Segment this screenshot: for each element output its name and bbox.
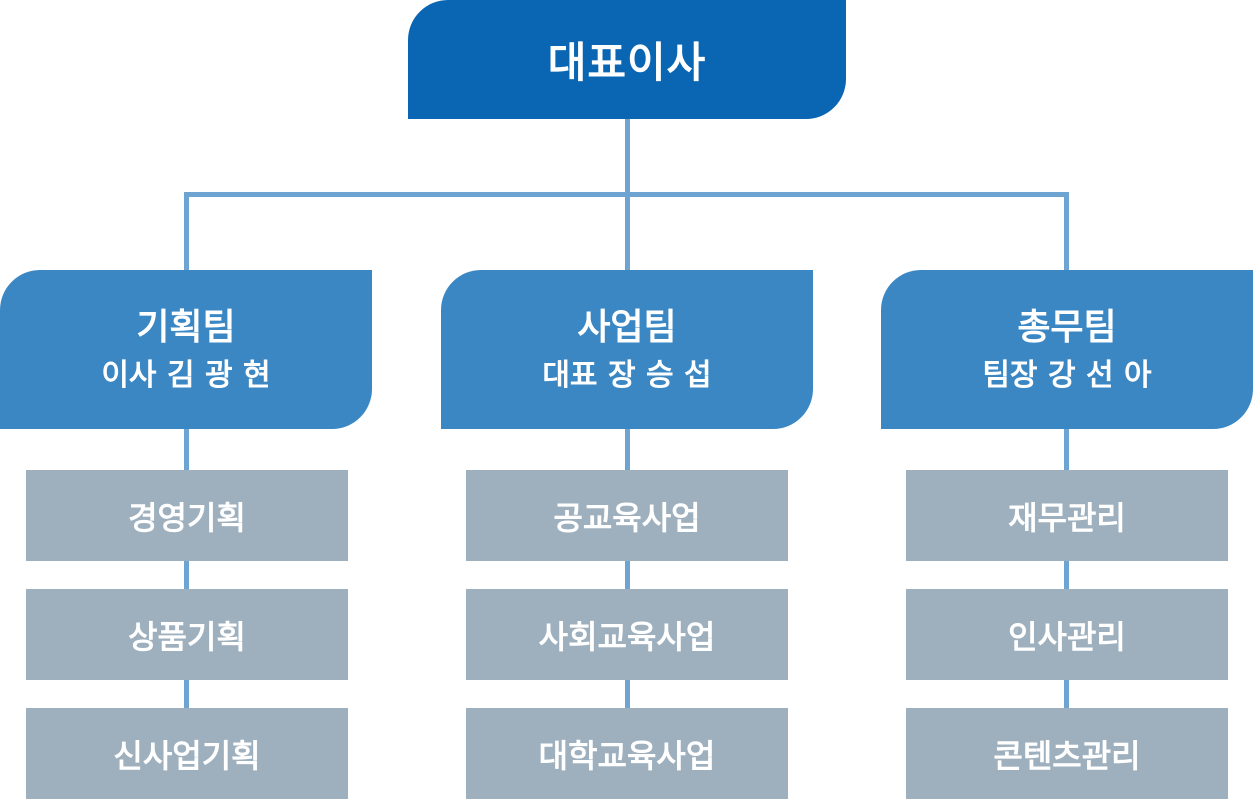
connector-team-2-units [625, 429, 630, 729]
unit-box: 인사관리 [906, 589, 1228, 680]
unit-label: 신사업기획 [113, 736, 261, 775]
unit-label: 콘텐츠관리 [993, 736, 1141, 775]
ceo-box: 대표이사 [408, 0, 846, 119]
team-lead: 이사 김 광 현 [101, 357, 271, 393]
team-lead: 팀장 강 선 아 [982, 357, 1152, 393]
team-box-general-affairs: 총무팀 팀장 강 선 아 [881, 270, 1253, 429]
unit-box: 경영기획 [26, 470, 348, 561]
team-name: 총무팀 [1017, 306, 1117, 348]
unit-label: 공교육사업 [553, 498, 701, 537]
unit-box: 상품기획 [26, 589, 348, 680]
unit-box: 재무관리 [906, 470, 1228, 561]
unit-box: 공교육사업 [466, 470, 788, 561]
unit-label: 대학교육사업 [538, 736, 716, 775]
unit-label: 인사관리 [1008, 617, 1126, 656]
ceo-label: 대표이사 [547, 38, 707, 87]
connector-to-team-3 [1064, 192, 1069, 270]
team-box-planning: 기획팀 이사 김 광 현 [0, 270, 372, 429]
team-box-business: 사업팀 대표 장 승 섭 [441, 270, 813, 429]
unit-box: 대학교육사업 [466, 708, 788, 799]
unit-label: 경영기획 [128, 498, 246, 537]
unit-box: 신사업기획 [26, 708, 348, 799]
connector-team-1-units [184, 429, 189, 729]
unit-box: 사회교육사업 [466, 589, 788, 680]
unit-label: 사회교육사업 [538, 617, 716, 656]
team-name: 사업팀 [577, 306, 677, 348]
unit-box: 콘텐츠관리 [906, 708, 1228, 799]
connector-team-3-units [1064, 429, 1069, 729]
connector-to-team-1 [184, 192, 189, 270]
unit-label: 재무관리 [1008, 498, 1126, 537]
unit-label: 상품기획 [128, 617, 246, 656]
team-lead: 대표 장 승 섭 [542, 357, 712, 393]
connector-to-team-2 [625, 192, 630, 270]
connector-ceo-down [625, 119, 630, 196]
team-name: 기획팀 [136, 306, 236, 348]
